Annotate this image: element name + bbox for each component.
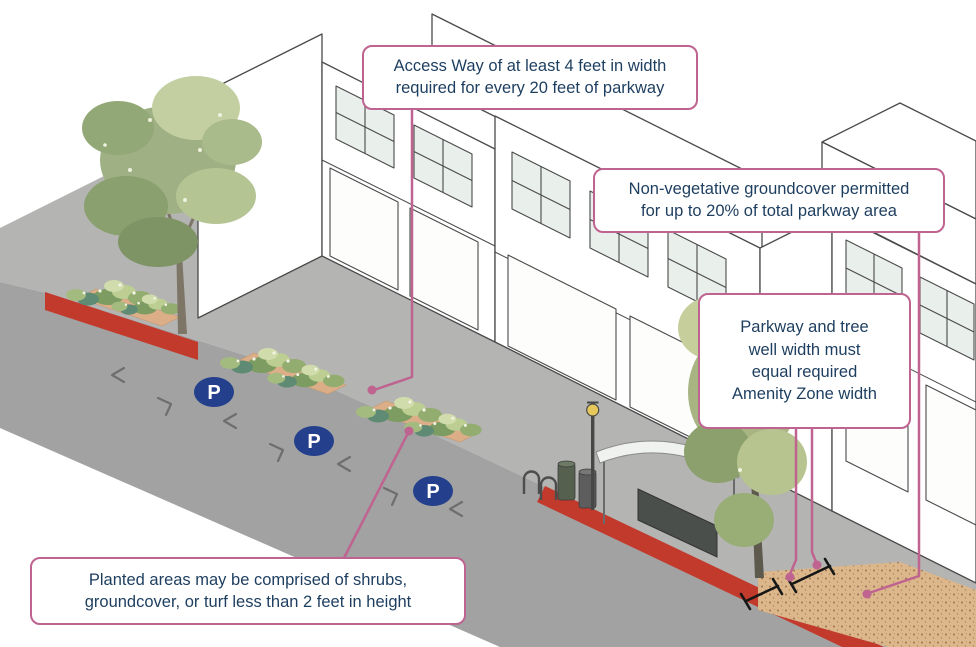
storefront-panel [409, 207, 479, 331]
stall-mark [156, 396, 173, 417]
tree [82, 76, 262, 334]
leader-dot [862, 589, 872, 599]
callout-groundcover: Non-vegetative groundcover permitted for… [593, 168, 945, 233]
leader-line [810, 424, 818, 563]
parking-sign: P [194, 377, 234, 407]
leader-dot [367, 385, 377, 395]
groundcover-area [758, 562, 976, 647]
bus-shelter-panel [637, 488, 718, 558]
tree-canopy [82, 76, 262, 267]
callout-access-way: Access Way of at least 4 feet in width r… [362, 45, 698, 110]
stall-mark [222, 412, 238, 430]
parking-signs: P P P [194, 377, 453, 506]
stall-mark [382, 486, 399, 507]
parking-sign: P [294, 426, 334, 456]
stall-mark [110, 366, 126, 384]
storefront-panel [329, 167, 399, 291]
storefront-panel [507, 254, 617, 401]
leader-line [868, 226, 921, 595]
storefront-panel [925, 384, 976, 526]
leader-line [788, 424, 798, 575]
bus-shelter-roof [595, 440, 743, 479]
leader-dot [404, 426, 414, 436]
leader-dots [367, 385, 872, 599]
callout-planted-areas: Planted areas may be comprised of shrubs… [30, 557, 466, 625]
stall-mark [268, 442, 285, 463]
parking-sign-letter: P [426, 481, 439, 503]
parking-sign-letter: P [307, 431, 320, 453]
stall-mark [336, 455, 352, 473]
parking-sign: P [413, 476, 453, 506]
street-furniture [522, 401, 743, 558]
dimension-marker [739, 577, 784, 611]
callout-parkway-width: Parkway and tree well width must equal r… [698, 293, 911, 429]
leader-lines [341, 104, 921, 595]
stall-mark [448, 500, 464, 518]
parking-sign-letter: P [207, 382, 220, 404]
leader-dot [812, 560, 822, 570]
parking-stall-markings [110, 366, 464, 518]
street-lamp-icon [586, 401, 600, 510]
trash-can-icon [557, 460, 576, 501]
bike-rack-icon [522, 470, 558, 500]
red-curb-corner [45, 292, 198, 360]
leader-line [341, 432, 410, 561]
leader-dot [785, 572, 795, 582]
leader-line [373, 104, 414, 392]
